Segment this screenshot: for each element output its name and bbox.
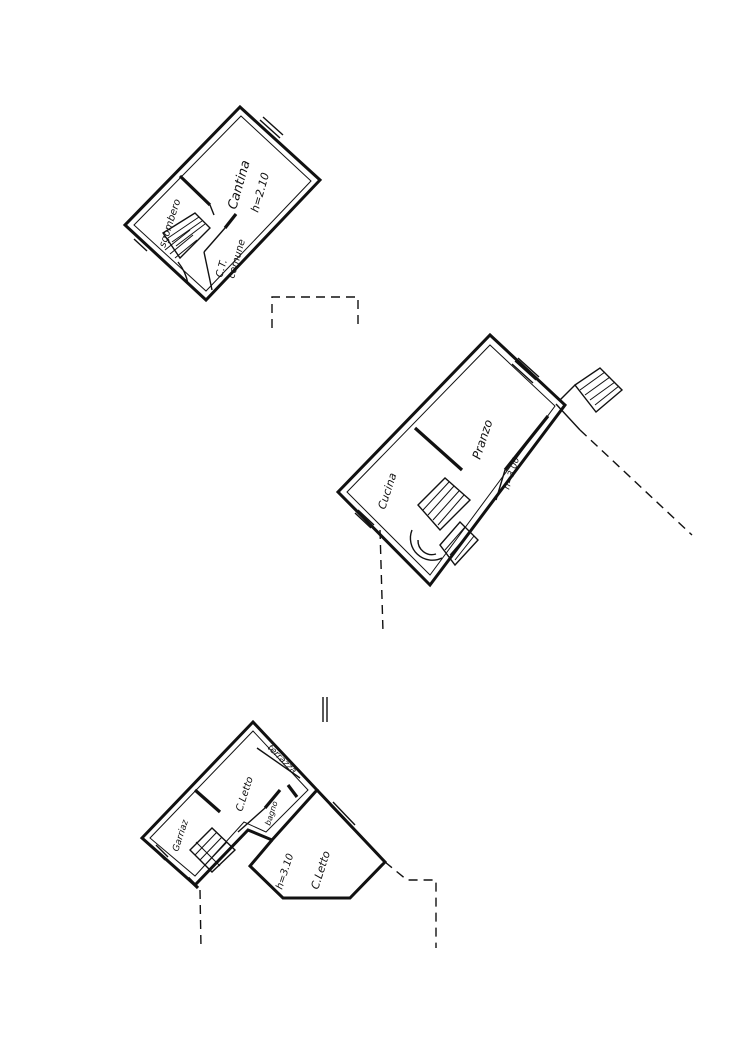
ground-label-kitchen: Cucina [375,471,399,511]
section-marker [322,697,328,722]
ground-entrance-steps [555,367,624,431]
upper-floor-plan: terrazza C.Letto bagno Garriaz h=3.10 C.… [139,719,437,949]
upper-label-bedroom: C.Letto [234,775,256,813]
ground-floor-plan: Cucina Pranzo h=3.00 [335,332,693,633]
upper-label-height: h=3.10 [274,852,296,891]
basement-label-ct: C.T. [214,258,230,279]
ground-partition-3 [495,469,506,501]
upper-inner-wall [149,730,309,877]
upper-terrace-wall [256,747,301,779]
basement-inner-wall [133,115,312,292]
basement-partition-wall-3 [223,213,238,229]
ground-dashed-right [579,429,693,536]
basement-window-left [133,235,151,252]
upper-label-bedroom2: C.Letto [308,849,333,891]
ground-partition-dining [503,415,550,471]
basement-window [256,116,284,142]
upper-label-storage: Garriaz [171,819,191,853]
basement-partition-wall-5 [203,251,213,291]
basement-outer-wall [122,104,323,303]
basement-partition-wall-4 [203,227,226,253]
upper-partition-2 [263,788,282,810]
ground-outer-wall [335,332,568,588]
ground-label-dining: Pranzo [470,418,496,461]
ground-inner-wall [346,344,556,576]
upper-partition-1 [193,788,222,814]
upper-bedroom-wall [247,788,388,900]
upper-label-terrace: terrazza [265,743,298,776]
upper-staircase [186,827,237,890]
ground-staircase [409,477,479,567]
upper-window [329,801,356,829]
upper-partition-3 [237,807,266,833]
ground-window [511,357,540,384]
basement-partition-wall-2 [209,204,215,216]
upper-label-bath: bagno [263,800,279,827]
basement-label-height: h=2.10 [248,171,272,214]
basement-partition-wall [178,174,212,207]
upper-partition-4 [286,784,299,798]
basement-staircase [162,212,211,285]
basement-dashed-outline [271,296,359,330]
basement-plan: sgombero Cantina h=2.10 C.T. comune [122,104,359,330]
ground-partition-kitchen [413,426,464,472]
upper-window-left [152,844,169,861]
ground-dashed-left [379,529,384,633]
upper-dashed-right [384,861,437,948]
ground-window-left [354,509,375,529]
upper-dashed-left [199,889,202,949]
